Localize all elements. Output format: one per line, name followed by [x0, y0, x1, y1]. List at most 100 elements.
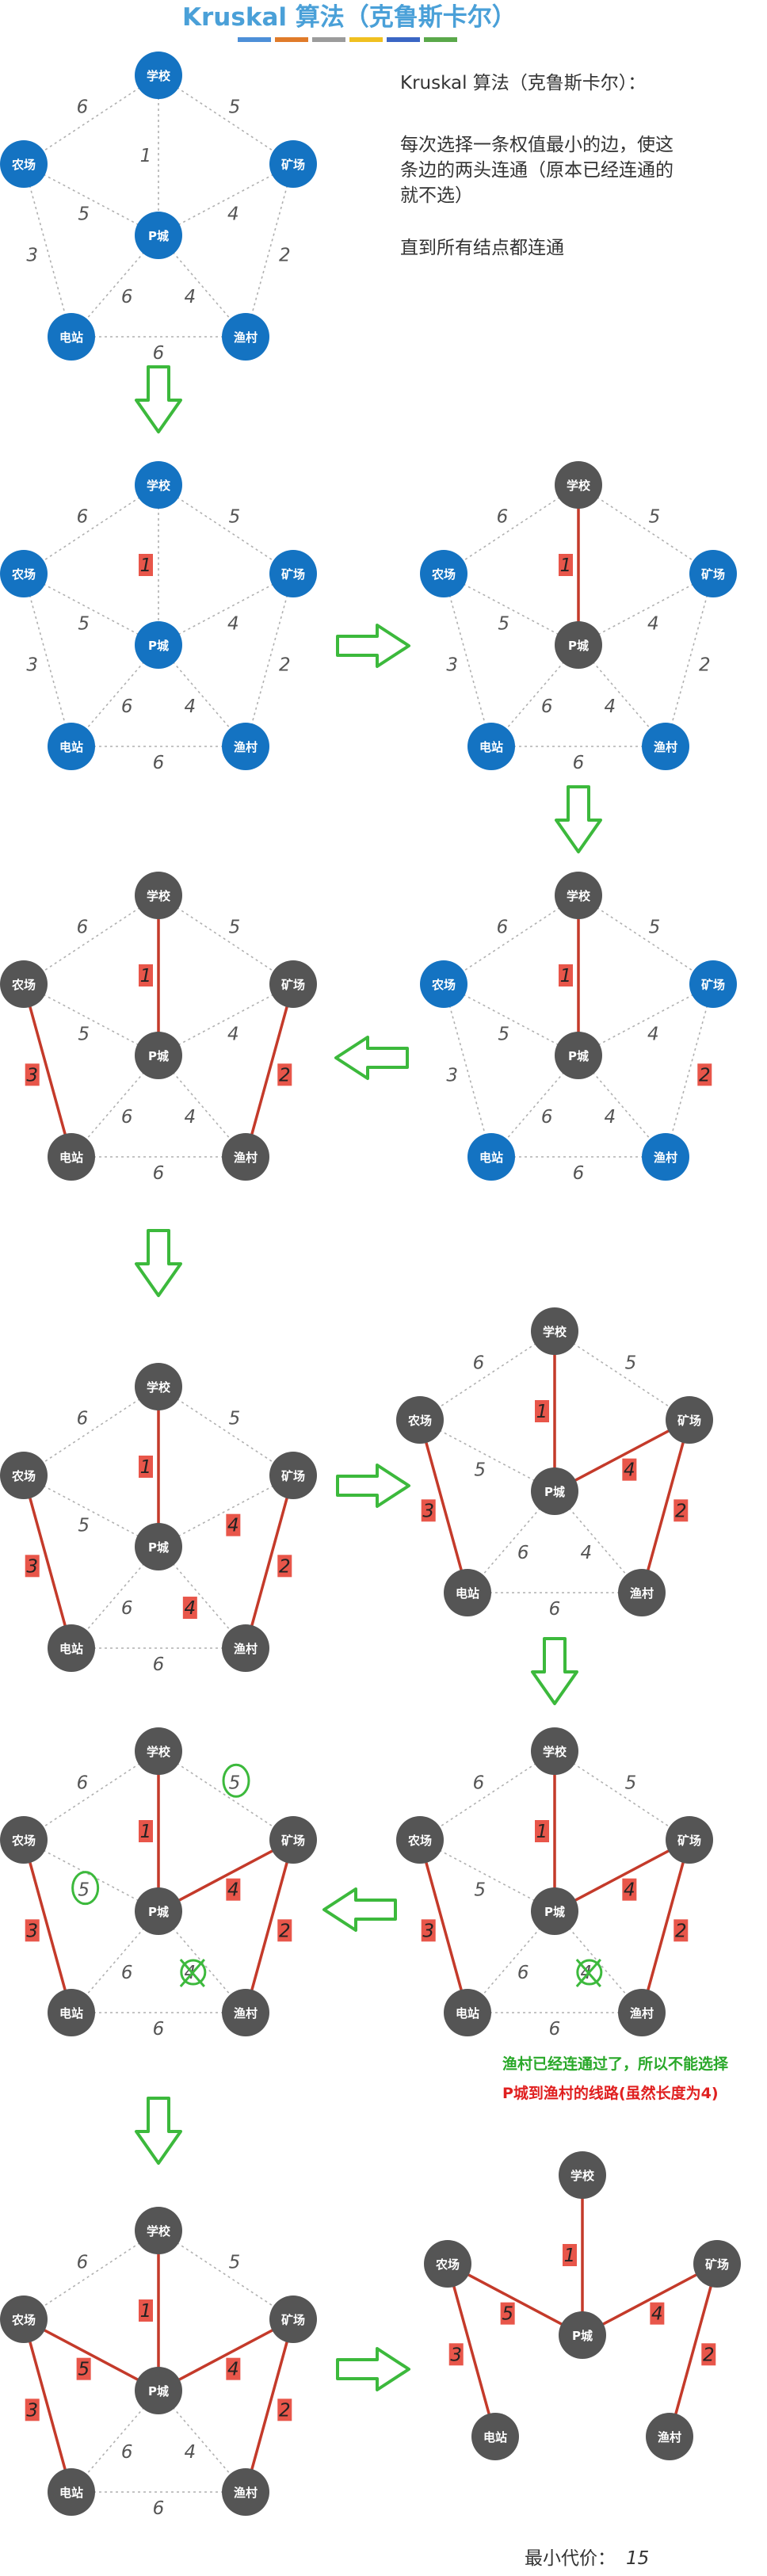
edge-school-mine — [578, 895, 714, 985]
node-city — [135, 1523, 182, 1570]
edge-weight: 1 — [536, 1822, 548, 1842]
node-school — [135, 461, 182, 509]
edge-weight: 1 — [560, 555, 572, 576]
edge-weight: 3 — [26, 245, 38, 265]
node-label: 学校 — [147, 1745, 171, 1759]
node-label: 学校 — [147, 69, 171, 83]
edge-weight: 2 — [279, 245, 291, 265]
node-label: P城 — [568, 1049, 589, 1063]
node-mine — [269, 1816, 317, 1864]
edge-weight: 6 — [153, 2498, 165, 2519]
edge-school-mine — [158, 895, 294, 985]
node-power — [467, 723, 515, 770]
node-farm — [424, 2240, 471, 2288]
edge-weight: 4 — [624, 1460, 635, 1481]
edge-weight: 5 — [229, 917, 241, 937]
node-label: 农场 — [11, 2313, 36, 2327]
node-label: 矿场 — [281, 2313, 305, 2327]
node-city — [555, 621, 602, 669]
node-school — [135, 2207, 182, 2254]
edge-weight: 5 — [229, 2252, 241, 2273]
node-label: 电站 — [59, 1151, 83, 1165]
weight-highlight — [559, 554, 573, 576]
edge-school-farm — [419, 1330, 555, 1421]
edge-school-farm — [23, 74, 159, 165]
node-label: 电站 — [59, 330, 83, 345]
weight-highlight — [674, 1919, 689, 1942]
node-label: P城 — [148, 1540, 169, 1555]
weight-highlight — [277, 1555, 292, 1578]
node-power — [444, 1569, 491, 1616]
weight-highlight — [139, 2299, 153, 2322]
node-label: P城 — [148, 1049, 169, 1063]
edge-farm-power — [22, 1839, 73, 2013]
node-label: 农场 — [407, 1414, 432, 1428]
edge-weight: 5 — [625, 1773, 637, 1793]
edge-school-mine — [158, 1386, 294, 1476]
node-label: 农场 — [11, 567, 36, 582]
node-school — [135, 52, 182, 99]
edge-weight: 4 — [227, 204, 239, 225]
node-label: 渔村 — [630, 2006, 654, 2021]
edge-mine-village — [244, 1475, 295, 1649]
weight-highlight — [448, 2343, 464, 2366]
node-city — [555, 1032, 602, 1079]
edge-school-farm — [23, 895, 159, 985]
node-farm — [0, 1816, 48, 1864]
edge-mine-village — [668, 2263, 719, 2437]
node-village — [642, 1133, 689, 1181]
weight-highlight — [226, 1878, 241, 1901]
edge-weight: 6 — [541, 1107, 553, 1128]
description-line-1: 每次选择一条权值最小的边，使这 — [400, 135, 674, 155]
weight-highlight — [139, 554, 153, 576]
edge-mine-village — [665, 983, 714, 1158]
edge-weight: 4 — [227, 614, 239, 635]
edge-weight: 6 — [153, 753, 165, 773]
weight-highlight — [500, 2302, 515, 2325]
title-underline — [238, 37, 457, 42]
edge-farm-power — [443, 983, 492, 1158]
title-bar-segment — [349, 37, 383, 42]
edge-weight: 5 — [78, 1025, 90, 1045]
node-label: P城 — [148, 1905, 169, 1919]
edge-school-mine — [158, 484, 294, 574]
arrow-right-icon — [336, 624, 410, 668]
node-city — [135, 2367, 182, 2414]
arrow-down-icon — [135, 365, 182, 433]
edge-school-farm — [23, 1750, 159, 1841]
node-school — [135, 1363, 182, 1410]
edge-weight: 6 — [153, 2019, 165, 2040]
edge-weight: 6 — [497, 506, 509, 527]
edge-weight: 3 — [26, 1921, 38, 1941]
node-school — [135, 1727, 182, 1775]
node-label: P城 — [148, 639, 169, 653]
node-label: 电站 — [456, 2006, 479, 2021]
node-label: 电站 — [59, 740, 83, 754]
node-city — [135, 1887, 182, 1935]
edge-weight: 3 — [450, 2345, 462, 2365]
node-label: 农场 — [11, 1469, 36, 1483]
edge-weight: 4 — [227, 1516, 239, 1536]
node-village — [642, 723, 689, 770]
edge-weight: 6 — [473, 1773, 485, 1793]
arrow-left-icon — [334, 1036, 409, 1080]
edge-school-mine — [158, 74, 294, 165]
edge-mine-city — [158, 1838, 294, 1913]
edge-weight: 6 — [153, 1163, 165, 1184]
edge-weight: 4 — [647, 1025, 659, 1045]
edge-school-farm — [23, 484, 159, 574]
weight-highlight — [697, 1063, 712, 1086]
edge-weight: 4 — [605, 696, 616, 717]
node-power — [48, 1624, 95, 1672]
edge-mine-city — [554, 1418, 690, 1493]
page-title: Kruskal 算法（克鲁斯卡尔） — [182, 3, 517, 32]
edge-farm-power — [418, 1419, 469, 1593]
edge-weight: 4 — [651, 2304, 663, 2325]
edge-weight: 6 — [517, 1963, 529, 1983]
node-farm — [0, 2296, 48, 2343]
arrow-right-icon — [336, 1464, 410, 1508]
edge-weight: 4 — [624, 1880, 635, 1901]
node-mine — [689, 960, 737, 1008]
